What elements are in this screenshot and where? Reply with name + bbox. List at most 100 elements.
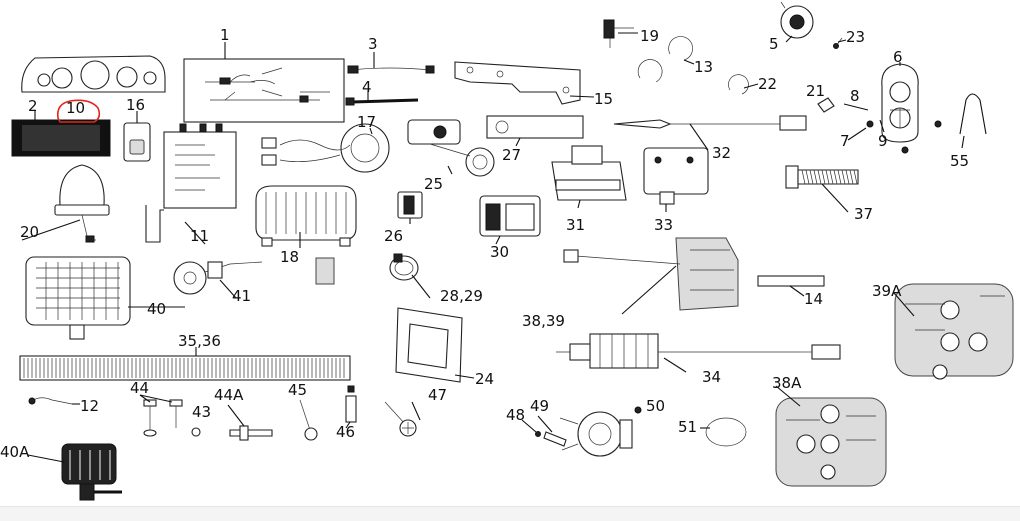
part-38a-lens — [775, 397, 887, 487]
part-37-bolt — [785, 165, 859, 189]
part-socket-screw — [901, 146, 909, 154]
callout-48: 48 — [506, 406, 525, 424]
part-26-rocker — [397, 191, 423, 219]
part-5-horn — [780, 1, 814, 39]
part-48-nut — [535, 431, 541, 437]
part-31-relay-block — [551, 145, 627, 201]
callout-41: 41 — [232, 287, 251, 305]
part-6-socket — [881, 63, 919, 143]
part-14-strip — [757, 275, 825, 287]
callout-37: 37 — [854, 205, 873, 223]
highlight-10-outline — [56, 99, 101, 123]
callout-51: 51 — [678, 418, 697, 436]
footer-bar — [0, 506, 1020, 521]
callout-5: 5 — [769, 35, 779, 53]
callout-26: 26 — [384, 227, 403, 245]
part-44-bolts — [143, 399, 183, 437]
callout-20: 20 — [20, 223, 39, 241]
part-27-label — [486, 115, 584, 139]
callout-40a: 40A — [0, 443, 30, 461]
callout-45: 45 — [288, 381, 307, 399]
part-49-bracket — [543, 431, 567, 447]
callout-16: 16 — [126, 96, 145, 114]
callout-2: 2 — [28, 97, 38, 115]
callout-32: 32 — [712, 144, 731, 162]
part-40-work-light — [25, 256, 131, 340]
callout-34: 34 — [702, 368, 721, 386]
callout-35-36: 35,36 — [178, 332, 221, 350]
callout-38-39: 38,39 — [522, 312, 565, 330]
callout-23: 23 — [846, 28, 865, 46]
callout-25: 25 — [424, 175, 443, 193]
part-11-control-box — [145, 123, 237, 243]
part-2-panel — [11, 119, 111, 157]
callout-17: 17 — [357, 113, 376, 131]
callout-15: 15 — [594, 90, 613, 108]
part-45-grommet — [299, 399, 318, 441]
part-32-sensor-cable — [613, 115, 807, 131]
callout-31: 31 — [566, 216, 585, 234]
callout-10: 10 — [66, 99, 85, 117]
callout-28-29: 28,29 — [440, 287, 483, 305]
callout-4: 4 — [362, 78, 372, 96]
part-46-fitting — [345, 385, 357, 423]
part-16-relay — [123, 122, 151, 162]
part-13-rings — [637, 36, 693, 83]
callout-40: 40 — [147, 300, 166, 318]
callout-39a: 39A — [872, 282, 902, 300]
part-15-bracket — [454, 61, 581, 105]
callout-7: 7 — [840, 132, 850, 150]
callout-38a: 38A — [772, 374, 802, 392]
part-34-actuator — [556, 333, 841, 369]
part-7-screw — [866, 120, 874, 128]
callout-9: 9 — [878, 132, 888, 150]
part-28-29-clamp — [389, 253, 419, 281]
part-51-clamp — [705, 417, 747, 447]
callout-21: 21 — [806, 82, 825, 100]
callout-43: 43 — [192, 403, 211, 421]
part-41-sender — [173, 261, 263, 295]
part-12-pin — [28, 397, 73, 405]
callout-14: 14 — [804, 290, 823, 308]
part-55-u-clip — [959, 93, 987, 135]
part-1-harness-kit — [183, 42, 345, 123]
part-24-gasket — [395, 307, 463, 383]
part-40a-lamp-bracket — [61, 443, 122, 501]
callout-18: 18 — [280, 248, 299, 266]
callout-49: 49 — [530, 397, 549, 415]
callout-27: 27 — [502, 146, 521, 164]
part-alternator — [559, 411, 633, 457]
part-3-cable — [347, 65, 435, 74]
callout-8: 8 — [850, 87, 860, 105]
callout-24: 24 — [475, 370, 494, 388]
part-43-nut — [191, 427, 201, 437]
callout-19: 19 — [640, 27, 659, 45]
part-33-module — [643, 147, 709, 205]
part-20-beacon — [54, 164, 110, 243]
part-4-cable — [345, 97, 419, 106]
part-socket-nut — [934, 120, 942, 128]
part-18-work-lamp — [255, 185, 357, 285]
callout-12: 12 — [80, 397, 99, 415]
part-39a-lens — [894, 283, 1014, 380]
callout-44: 44 — [130, 379, 149, 397]
part-21-clip — [817, 97, 835, 113]
part-22-ring — [728, 74, 749, 95]
part-instrument-cluster — [21, 55, 166, 93]
part-50-nut — [634, 406, 642, 414]
part-35-36-strip — [19, 355, 351, 381]
callout-33: 33 — [654, 216, 673, 234]
part-30-switch — [479, 195, 541, 237]
part-19-switch — [603, 19, 634, 48]
part-44a-bolt — [229, 425, 273, 441]
part-23-pin — [833, 37, 843, 49]
callout-50: 50 — [646, 397, 665, 415]
callout-6: 6 — [893, 48, 903, 66]
part-47-valve — [384, 401, 417, 437]
callout-1: 1 — [220, 26, 230, 44]
callout-3: 3 — [368, 35, 378, 53]
callout-47: 47 — [428, 386, 447, 404]
callout-55: 55 — [950, 152, 969, 170]
part-25-switch-assembly — [407, 119, 495, 177]
